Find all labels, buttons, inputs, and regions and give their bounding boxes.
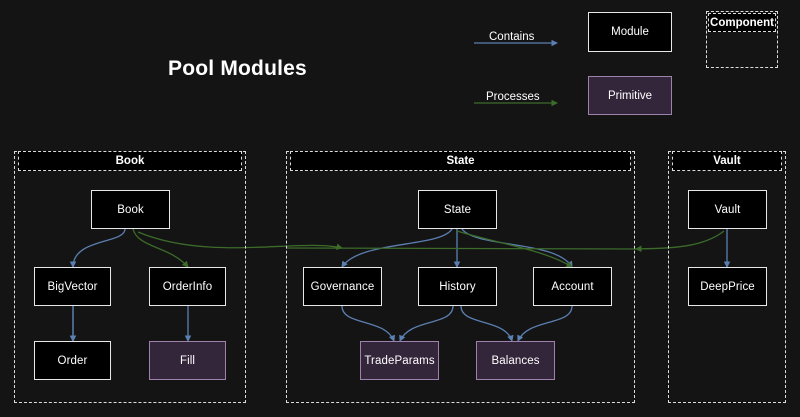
node-history[interactable]: History [418,267,497,306]
node-tradeparams[interactable]: TradeParams [360,341,439,380]
edge-crossleft-to-orderinfo [285,247,637,250]
node-orderinfo[interactable]: OrderInfo [149,267,226,306]
legend-contains-label: Contains [489,31,535,43]
legend-component-label: Component [708,13,776,32]
edge-vault-to-orderinfo [635,230,725,253]
legend-component-sample [706,11,778,68]
node-state[interactable]: State [418,190,497,229]
legend-module-sample: Module [588,12,672,52]
cluster-label-vault: Vault [672,151,782,171]
node-vault[interactable]: Vault [688,190,767,229]
cluster-label-book: Book [18,151,242,171]
node-bigvector[interactable]: BigVector [34,267,111,306]
edge-history-to-balances [460,305,514,342]
edge-history-to-tradeparams [399,305,454,342]
cluster-label-state: State [290,151,631,171]
edge-account-to-balances [517,305,573,342]
edge-governance-to-tradeparams [341,305,396,342]
node-book[interactable]: Book [91,190,170,229]
legend-primitive-sample: Primitive [588,76,672,115]
edge-book-to-bigvector [69,228,126,268]
node-order[interactable]: Order [34,341,111,380]
node-governance[interactable]: Governance [303,267,382,306]
node-balances[interactable]: Balances [476,341,555,380]
page-title: Pool Modules [168,57,307,80]
edge-state-to-account [456,230,573,268]
node-account[interactable]: Account [533,267,612,306]
edge-state-to-governance [341,228,453,268]
legend-processes-label: Processes [486,91,540,103]
edge-book-to-orderinfo [132,228,189,268]
edge-book-to-governance [137,231,343,250]
